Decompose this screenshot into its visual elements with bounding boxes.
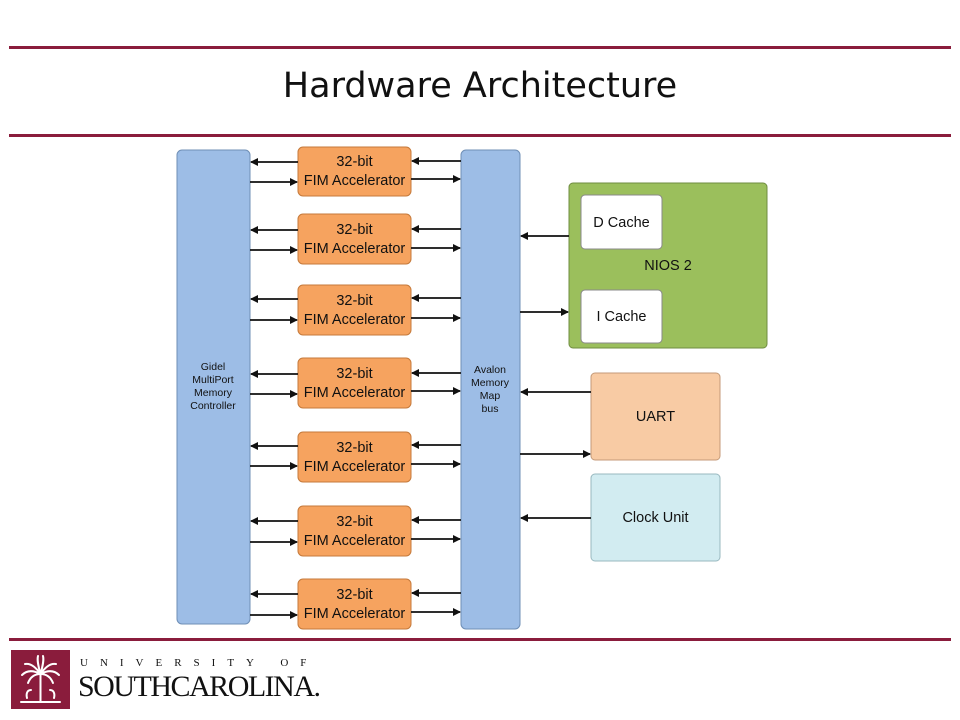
accelerator-arrows bbox=[250, 157, 461, 619]
slide-title: Hardware Architecture bbox=[282, 66, 678, 106]
accelerator-6-name: FIM Accelerator bbox=[304, 533, 406, 549]
nios-2-label: NIOS 2 bbox=[644, 258, 692, 274]
uart-block: UART bbox=[590, 372, 721, 461]
fim-accelerator-4: 32-bit FIM Accelerator bbox=[297, 357, 412, 409]
bus-line-1: Avalon bbox=[474, 364, 506, 376]
bus-line-3: Map bbox=[480, 390, 501, 402]
d-cache-label: D Cache bbox=[593, 215, 649, 231]
fim-accelerator-7: 32-bit FIM Accelerator bbox=[297, 578, 412, 630]
accelerator-4-bits: 32-bit bbox=[336, 366, 372, 382]
accelerator-1-name: FIM Accelerator bbox=[304, 173, 406, 189]
memory-controller-label: Gidel MultiPort Memory Controller bbox=[190, 361, 236, 412]
memory-controller-line-1: Gidel bbox=[201, 361, 226, 373]
i-cache-label: I Cache bbox=[597, 309, 647, 325]
bus-line-2: Memory bbox=[471, 377, 510, 389]
memory-controller-block bbox=[176, 149, 251, 625]
accelerator-3-name: FIM Accelerator bbox=[304, 312, 406, 328]
fim-accelerator-2: 32-bit FIM Accelerator bbox=[297, 213, 412, 265]
title-rule bbox=[9, 134, 951, 137]
fim-accelerator-6: 32-bit FIM Accelerator bbox=[297, 505, 412, 557]
top-rule bbox=[9, 46, 951, 49]
accelerator-5-name: FIM Accelerator bbox=[304, 459, 406, 475]
peripheral-arrows bbox=[520, 232, 591, 522]
clock-unit-block: Clock Unit bbox=[590, 473, 721, 562]
palmetto-logo-icon bbox=[11, 650, 70, 709]
d-cache-block bbox=[580, 194, 663, 250]
memory-controller-line-3: Memory bbox=[194, 387, 233, 399]
accelerator-7-bits: 32-bit bbox=[336, 587, 372, 603]
university-of-text: UNIVERSITY OF bbox=[80, 657, 319, 669]
accelerator-5-bits: 32-bit bbox=[336, 440, 372, 456]
nios-2-block: D Cache I Cache NIOS 2 bbox=[568, 182, 768, 349]
uart-label: UART bbox=[636, 409, 675, 425]
memory-controller-line-2: MultiPort bbox=[192, 374, 234, 386]
bottom-rule bbox=[9, 638, 951, 641]
fim-accelerator-1: 32-bit FIM Accelerator bbox=[297, 146, 412, 197]
i-cache-block bbox=[580, 289, 663, 344]
fim-accelerator-3: 32-bit FIM Accelerator bbox=[297, 284, 412, 336]
accelerator-7-name: FIM Accelerator bbox=[304, 606, 406, 622]
south-carolina-text: SOUTHCAROLINA. bbox=[78, 670, 321, 703]
accelerator-6-bits: 32-bit bbox=[336, 514, 372, 530]
accelerator-4-name: FIM Accelerator bbox=[304, 385, 406, 401]
fim-accelerator-5: 32-bit FIM Accelerator bbox=[297, 431, 412, 483]
avalon-bus-label: Avalon Memory Map bus bbox=[471, 364, 510, 415]
accelerator-3-bits: 32-bit bbox=[336, 293, 372, 309]
accelerator-1-bits: 32-bit bbox=[336, 154, 372, 170]
clock-unit-label: Clock Unit bbox=[622, 510, 688, 526]
accelerator-2-name: FIM Accelerator bbox=[304, 241, 406, 257]
accelerator-2-bits: 32-bit bbox=[336, 222, 372, 238]
memory-controller-line-4: Controller bbox=[190, 400, 236, 412]
bus-line-4: bus bbox=[482, 403, 499, 415]
